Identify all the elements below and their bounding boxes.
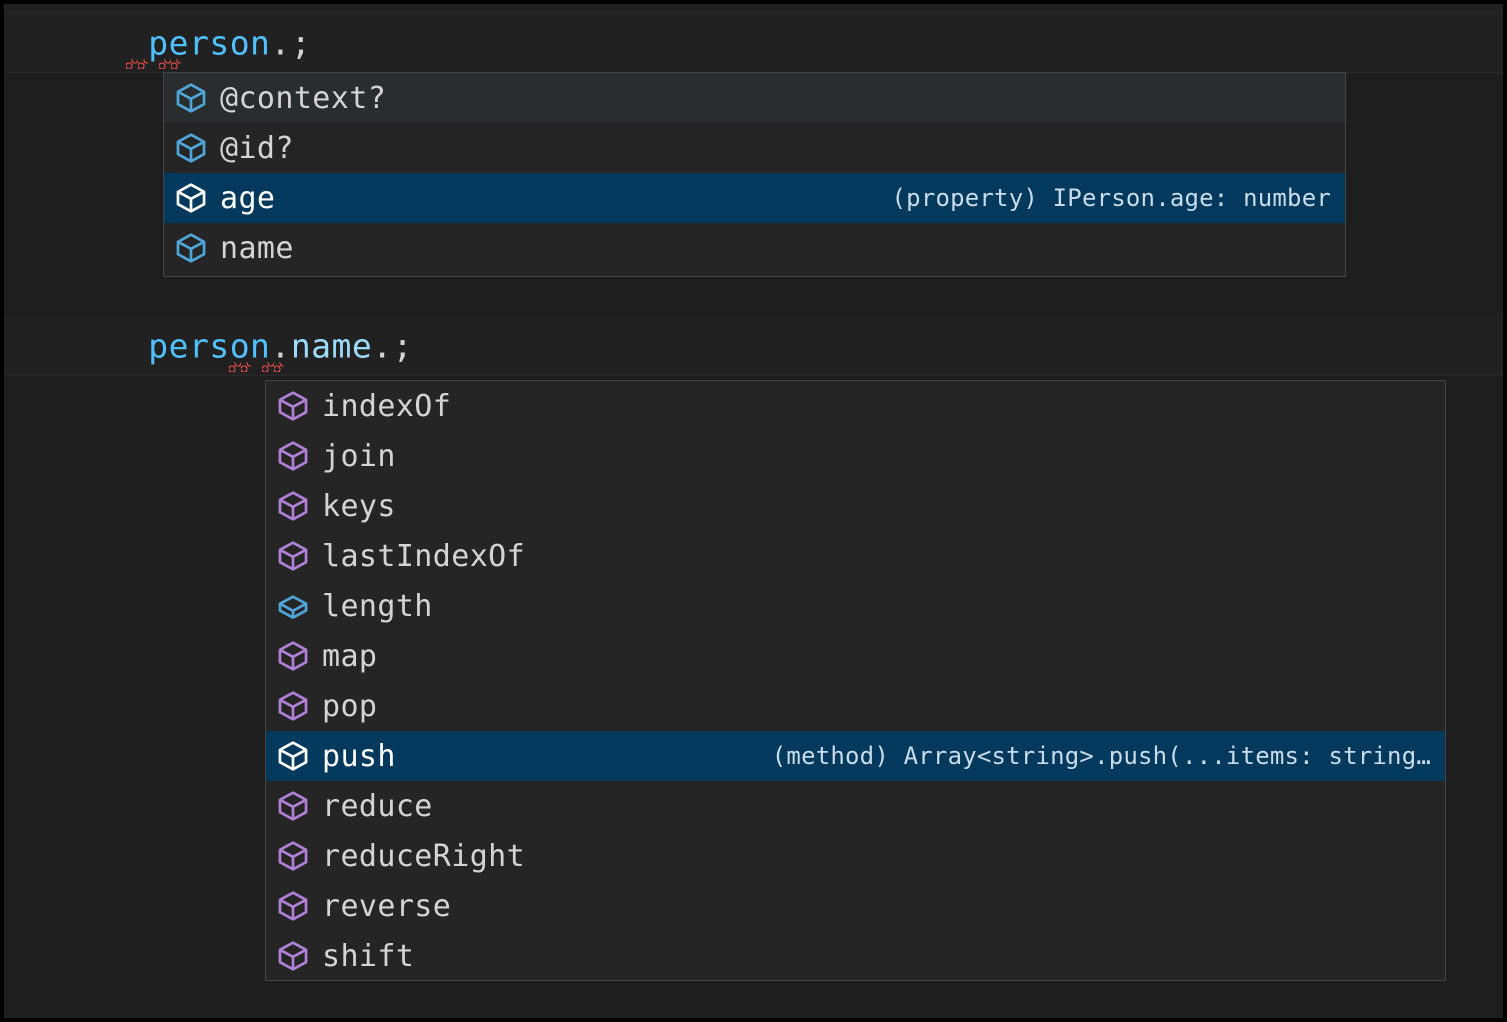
suggest-item-label: map <box>322 638 378 674</box>
suggest-item-label: indexOf <box>322 388 452 424</box>
suggest-item-reverse[interactable]: reverse <box>266 881 1445 931</box>
suggest-item-label: age <box>220 180 276 216</box>
suggest-item-label: push <box>322 738 396 774</box>
suggest-item-label: reduce <box>322 788 433 824</box>
suggest-item-detail: (method) Array<string>.push(...items: st… <box>771 742 1431 770</box>
suggest-item-label: lastIndexOf <box>322 538 526 574</box>
suggest-widget-person-name[interactable]: indexOf join keys lastIndexOf <box>265 380 1446 981</box>
method-cube-icon <box>278 491 308 521</box>
suggest-item-name[interactable]: name <box>164 223 1345 273</box>
suggest-item-indexof[interactable]: indexOf <box>266 381 1445 431</box>
error-squiggle <box>159 59 181 69</box>
suggest-item-id[interactable]: @id? <box>164 123 1345 173</box>
token-property: name <box>290 326 373 365</box>
suggest-item-reduceright[interactable]: reduceRight <box>266 831 1445 881</box>
suggest-item-label: length <box>322 588 433 624</box>
suggest-item-label: @context? <box>220 80 387 116</box>
method-cube-icon <box>278 691 308 721</box>
suggest-item-reduce[interactable]: reduce <box>266 781 1445 831</box>
suggest-item-map[interactable]: map <box>266 631 1445 681</box>
token-punctuation: . <box>270 326 291 365</box>
suggest-widget-person[interactable]: @context? @id? age (property) IPerson.ag… <box>163 72 1346 277</box>
method-cube-icon <box>278 791 308 821</box>
method-cube-icon <box>278 541 308 571</box>
method-cube-icon <box>278 441 308 471</box>
method-cube-icon <box>278 941 308 971</box>
suggest-item-keys[interactable]: keys <box>266 481 1445 531</box>
token-punctuation: . <box>270 23 291 62</box>
suggest-item-shift[interactable]: shift <box>266 931 1445 980</box>
suggest-item-join[interactable]: join <box>266 431 1445 481</box>
method-cube-icon <box>278 391 308 421</box>
token-punctuation: . <box>372 326 393 365</box>
suggest-item-label: keys <box>322 488 396 524</box>
suggest-item-length[interactable]: length <box>266 581 1445 631</box>
suggest-item-label: join <box>322 438 396 474</box>
property-cube-icon <box>176 133 206 163</box>
suggest-item-label: name <box>220 230 294 266</box>
suggest-item-label: shift <box>322 938 415 974</box>
suggest-item-label: @id? <box>220 130 294 166</box>
error-squiggle <box>229 362 251 372</box>
suggest-item-age[interactable]: age (property) IPerson.age: number <box>164 173 1345 223</box>
suggest-item-detail: (property) IPerson.age: number <box>891 184 1331 212</box>
method-cube-icon <box>278 641 308 671</box>
token-variable: person <box>148 326 271 365</box>
code-line-1-text: person.; <box>26 4 311 101</box>
code-editor: person.; @context? @id? <box>4 4 1503 1018</box>
suggest-item-context[interactable]: @context? <box>164 73 1345 123</box>
token-variable: person <box>148 23 271 62</box>
suggest-item-label: reverse <box>322 888 452 924</box>
method-cube-icon <box>278 891 308 921</box>
property-cube-icon <box>278 595 308 619</box>
method-cube-icon <box>278 741 308 771</box>
code-line-2-text: person.name.; <box>26 287 413 404</box>
suggest-item-label: pop <box>322 688 378 724</box>
property-cube-icon <box>176 183 206 213</box>
code-line-1[interactable]: person.; <box>4 13 1503 73</box>
property-cube-icon <box>176 83 206 113</box>
error-squiggle <box>126 59 148 69</box>
suggest-item-push[interactable]: push (method) Array<string>.push(...item… <box>266 731 1445 781</box>
property-cube-icon <box>176 233 206 263</box>
error-squiggle <box>262 362 284 372</box>
method-cube-icon <box>278 841 308 871</box>
token-punctuation: ; <box>290 23 312 62</box>
suggest-item-label: reduceRight <box>322 838 526 874</box>
editor-top-strip <box>4 4 1503 13</box>
token-punctuation: ; <box>392 326 414 365</box>
suggest-item-lastindexof[interactable]: lastIndexOf <box>266 531 1445 581</box>
suggest-item-pop[interactable]: pop <box>266 681 1445 731</box>
code-line-2[interactable]: person.name.; <box>4 316 1503 376</box>
